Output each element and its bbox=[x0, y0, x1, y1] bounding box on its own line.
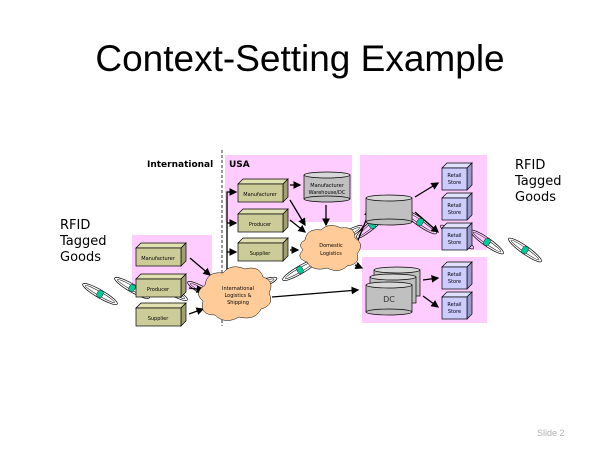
usa-manufacturer-box: Manufacturer bbox=[237, 178, 289, 203]
slide-title: Context-Setting Example bbox=[95, 38, 505, 79]
store-label: Store bbox=[448, 210, 461, 216]
rfid-line: Goods bbox=[515, 190, 557, 205]
domestic-logistics-cloud: Domestic Logistics bbox=[299, 225, 361, 271]
cloud-label: Logistics & bbox=[224, 293, 251, 299]
store-label: Retail bbox=[447, 203, 461, 209]
intl-producer-box: Producer bbox=[135, 273, 187, 298]
warehouse-label: Manufacturer bbox=[310, 183, 344, 189]
rfid-tag-icon bbox=[82, 283, 118, 305]
intl-supplier-box: Supplier bbox=[135, 302, 187, 327]
box-label: Manufacturer bbox=[243, 192, 277, 198]
store-label: Retail bbox=[447, 233, 461, 239]
dc-label: DC bbox=[383, 295, 395, 304]
box-label: Supplier bbox=[250, 251, 272, 257]
store-label: Retail bbox=[447, 173, 461, 179]
store-label: Retail bbox=[447, 272, 461, 278]
usa-label: USA bbox=[229, 160, 250, 170]
cloud-label: Domestic bbox=[319, 243, 343, 249]
rfid-tagged-goods-left: RFID Tagged Goods bbox=[60, 218, 107, 266]
rfid-line: RFID bbox=[515, 158, 546, 173]
store-label: Store bbox=[448, 309, 461, 315]
cloud-label: Shipping bbox=[227, 300, 249, 306]
international-label: International bbox=[147, 160, 213, 170]
store-label: Store bbox=[448, 240, 461, 246]
dc-cylinder-top bbox=[365, 194, 413, 226]
rfid-line: Tagged bbox=[515, 174, 562, 189]
cloud-label: Logistics bbox=[320, 251, 342, 257]
slide-number: Slide 2 bbox=[537, 428, 565, 438]
box-label: Producer bbox=[249, 222, 272, 228]
rfid-line: Goods bbox=[60, 250, 102, 265]
rfid-tag-icon bbox=[508, 237, 542, 263]
store-label: Retail bbox=[447, 302, 461, 308]
usa-supplier-box: Supplier bbox=[237, 237, 289, 262]
rfid-line: Tagged bbox=[60, 234, 107, 249]
rfid-tagged-goods-right: RFID Tagged Goods bbox=[515, 158, 562, 206]
store-label: Store bbox=[448, 180, 461, 186]
store-label: Store bbox=[448, 279, 461, 285]
box-label: Producer bbox=[147, 287, 170, 293]
usa-producer-box: Producer bbox=[237, 208, 289, 233]
box-label: Manufacturer bbox=[141, 256, 175, 262]
manufacturer-warehouse-cylinder: Manufacturer Warehouse/DC bbox=[303, 171, 351, 203]
cloud-label: International bbox=[222, 286, 254, 292]
rfid-line: RFID bbox=[60, 218, 91, 233]
warehouse-label: Warehouse/DC bbox=[309, 190, 346, 196]
dc-cylinder-stack: DC bbox=[365, 266, 421, 316]
international-logistics-cloud: International Logistics & Shipping bbox=[198, 266, 272, 321]
box-label: Supplier bbox=[148, 316, 170, 322]
intl-manufacturer-box: Manufacturer bbox=[135, 242, 187, 267]
